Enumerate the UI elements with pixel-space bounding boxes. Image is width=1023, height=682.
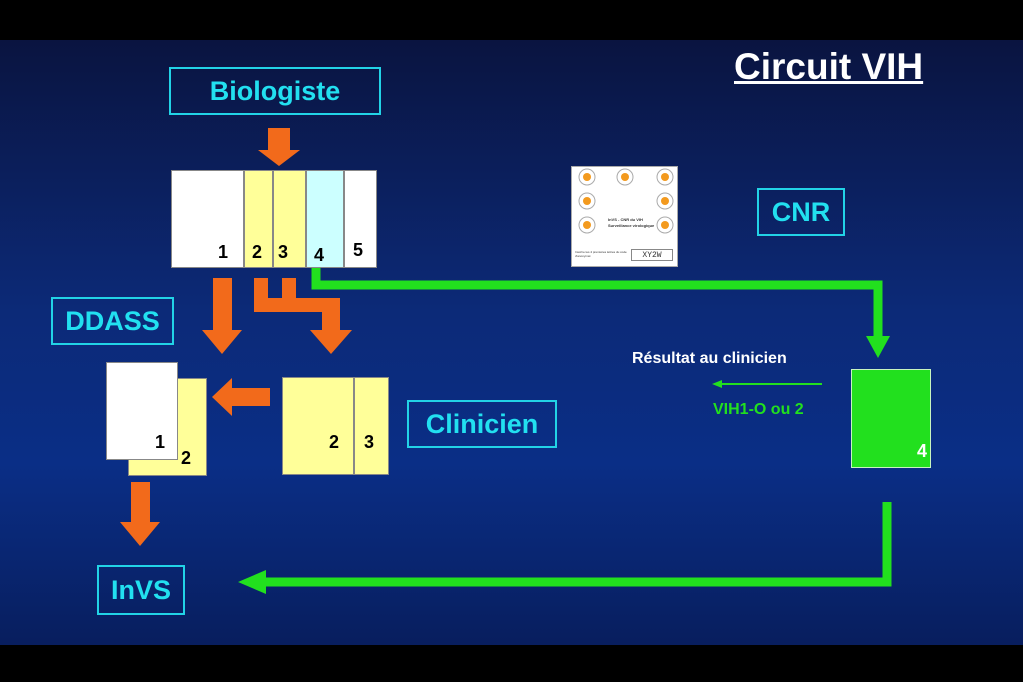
thumbnail-circles: [578, 168, 674, 234]
form-part-4: [306, 170, 344, 268]
arrow-form-to-ddass: [202, 278, 242, 354]
form-part-2-number: 2: [252, 242, 263, 262]
clinicien-page-2: [282, 377, 354, 475]
arrow-form-to-cnr: [311, 268, 883, 340]
clinicien-page-2-number: 2: [329, 432, 340, 452]
page-title: Circuit VIH: [734, 46, 924, 87]
node-invs: InVS: [97, 565, 185, 615]
vih-type-label: VIH1-O ou 2: [713, 401, 804, 418]
arrow-result-head: [712, 380, 722, 388]
node-biologiste: Biologiste: [169, 67, 381, 115]
form-part-3-number: 3: [278, 242, 289, 262]
thumbnail-code: XY2W: [631, 249, 673, 261]
arrow-cnr-to-invs: [262, 502, 892, 587]
slide-background: [0, 40, 1023, 645]
node-ddass-label: DDASS: [65, 305, 160, 336]
node-invs-label: InVS: [110, 574, 171, 605]
ddass-page-1: [106, 362, 178, 460]
cnr-result-panel-number: 4: [916, 441, 927, 461]
ddass-page-2-number: 2: [181, 448, 192, 468]
form-part-5-number: 5: [353, 240, 364, 260]
cnr-form-thumbnail: InVS - CNR du VIH Surveillance virologiq…: [571, 166, 678, 267]
clinicien-page-3-number: 3: [364, 432, 375, 452]
form-part-5: [344, 170, 377, 268]
node-clinicien: Clinicien: [407, 400, 557, 448]
thumbnail-line1: InVS - CNR du VIH: [608, 217, 643, 222]
thumbnail-caption: Inscrire les 4 premières lettres du code…: [575, 250, 627, 258]
ddass-page-1-number: 1: [155, 432, 166, 452]
form-part-1-number: 1: [218, 242, 229, 262]
arrow-form-to-clinicien: [254, 278, 352, 354]
node-cnr-label: CNR: [771, 196, 831, 227]
node-cnr: CNR: [757, 188, 845, 236]
node-clinicien-label: Clinicien: [425, 408, 539, 439]
form-part-2: [244, 170, 273, 268]
form-part-1: [171, 170, 244, 268]
result-label: Résultat au clinicien: [632, 350, 787, 367]
arrow-biologiste-to-form: [258, 128, 300, 166]
clinicien-page-3: [354, 377, 389, 475]
arrow-clinicien-to-ddass: [212, 378, 270, 416]
form-part-3: [273, 170, 306, 268]
form-part-4-number: 4: [314, 245, 325, 265]
arrow-ddass-to-invs: [120, 482, 160, 546]
cnr-result-panel: 4: [851, 369, 931, 468]
thumbnail-line2: Surveillance virologique: [608, 223, 655, 228]
node-ddass: DDASS: [51, 297, 174, 345]
arrow-cnr-to-invs-head: [238, 570, 266, 594]
node-biologiste-label: Biologiste: [209, 75, 341, 106]
arrow-form-to-cnr-head: [866, 336, 890, 358]
